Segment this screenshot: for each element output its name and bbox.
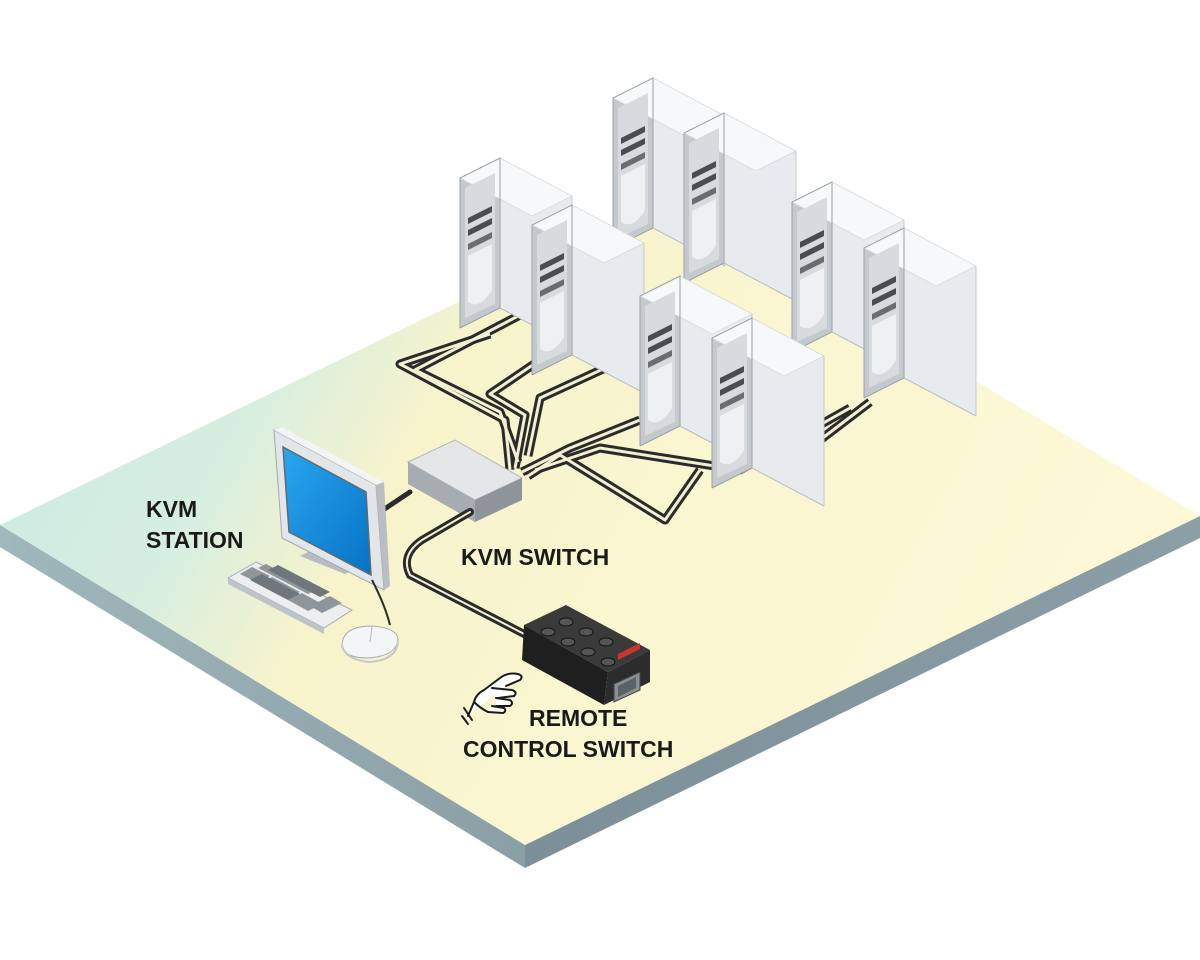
remote-switch-badge: [618, 643, 640, 660]
label-kvm-station-line1: KVM: [146, 496, 197, 522]
floor-edge-left: [0, 525, 525, 868]
label-remote-line2: CONTROL SWITCH: [463, 736, 673, 762]
remote-control-switch: [522, 605, 650, 705]
label-kvm-station: KVM STATION: [146, 496, 244, 553]
pointing-hand-icon: [461, 672, 523, 725]
label-kvm-switch: KVM SWITCH: [461, 544, 609, 570]
server-cables: [395, 234, 873, 525]
label-kvm-station-line2: STATION: [146, 527, 244, 553]
monitor-screen: [282, 445, 372, 577]
kvm-station-mouse: [341, 625, 399, 664]
kvm-station-keyboard: [226, 561, 354, 634]
floor-edge-right: [525, 516, 1200, 868]
kvm-switch-box: [406, 439, 524, 522]
kvm-station-monitor: [273, 427, 391, 626]
label-remote-line1: REMOTE: [529, 705, 627, 731]
label-remote-control-switch: REMOTE CONTROL SWITCH: [463, 705, 673, 762]
